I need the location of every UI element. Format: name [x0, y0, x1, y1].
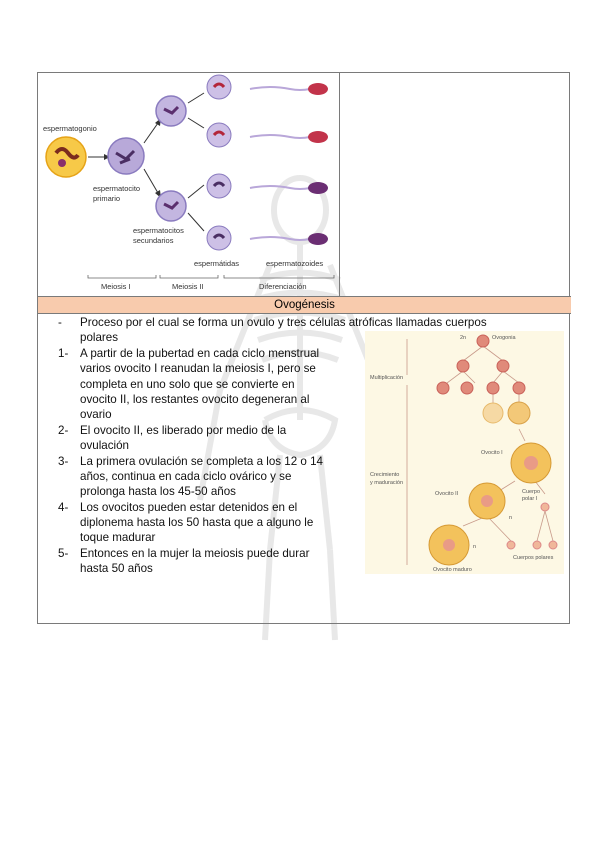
list-item-line: - Proceso por el cual se forma un ovulo y… [58, 315, 487, 330]
list-marker: 1- [58, 346, 69, 360]
label-espermatozoides: espermatozoides [266, 259, 323, 268]
label-cuerpo: Cuerpo [522, 489, 540, 495]
list-item-line: años, continua en cada ciclo ovárico y s… [58, 469, 378, 484]
list-item-line: diplonema hasta los 50 hasta que a algun… [58, 515, 378, 530]
label-espermatocitos: espermatocitos [133, 226, 184, 235]
list-text: hasta 50 años [80, 562, 153, 576]
content-cell: - Proceso por el cual se forma un ovulo y… [38, 314, 571, 625]
list-item-line: ovocito II, los restantes ovocito degene… [58, 392, 378, 407]
label-espermatocito: espermatocito [93, 184, 140, 193]
list-text: El ovocito II, es liberado por medio de … [80, 423, 287, 437]
label-espermatidas: espermátidas [194, 259, 239, 268]
list-item-line: hasta 50 años [58, 561, 378, 576]
list-text: ovocito II, los restantes ovocito degene… [80, 392, 310, 406]
list-text: años, continua en cada ciclo ovárico y s… [80, 469, 292, 483]
list-text: Entonces en la mujer la meiosis puede du… [80, 546, 310, 560]
label-n-2: n [473, 544, 476, 550]
empty-cell [340, 73, 571, 296]
list-text: A partir de la pubertad en cada ciclo me… [80, 346, 320, 360]
list-marker: 2- [58, 423, 69, 437]
list-text: Proceso por el cual se forma un ovulo y … [80, 316, 487, 329]
espermatocito-primario-cell [107, 137, 145, 175]
label-meiosis-2: Meiosis II [172, 282, 204, 291]
list-text: diplonema hasta los 50 hasta que a algun… [80, 516, 314, 530]
list-text: ovulación [80, 439, 129, 453]
label-meiosis-1: Meiosis I [101, 282, 131, 291]
list-text: ovario [80, 408, 112, 422]
list-item-line: 2- El ovocito II, es liberado por medio d… [58, 423, 378, 438]
list-text: La primera ovulación se completa a los 1… [80, 454, 323, 468]
label-secundarios: secundarios [133, 236, 174, 245]
section-header: Ovogénesis [38, 296, 571, 314]
list-marker: 4- [58, 500, 69, 514]
espermatozoides [249, 83, 328, 245]
list-item-line: 1- A partir de la pubertad en cada ciclo … [58, 346, 378, 361]
list-marker: 5- [58, 546, 69, 560]
label-multiplicacion: Multiplicación [370, 375, 403, 381]
label-polar-1: polar I [522, 496, 538, 502]
label-ovocito-2: Ovocito II [435, 491, 459, 497]
list-item-line: completa en uno solo que se convierte en [58, 377, 378, 392]
oogenesis-list: - Proceso por el cual se forma un ovulo y… [58, 315, 487, 577]
list-text: varios ovocito I reanudan la meiosis I, … [80, 362, 316, 376]
oogenesis-figure: 2n Ovogonia Multiplicación Crecimiento y… [365, 331, 564, 574]
list-text: toque madurar [80, 531, 156, 545]
list-item-line: varios ovocito I reanudan la meiosis I, … [58, 361, 378, 376]
label-ovocito-1: Ovocito I [481, 450, 503, 456]
label-maduracion: y maduración [370, 480, 403, 486]
oogenesis-diagram: 2n Ovogonia Multiplicación Crecimiento y… [370, 334, 558, 573]
label-cuerpos-polares: Cuerpos polares [513, 555, 554, 561]
espermatidas [206, 74, 232, 251]
multiplication-cells [436, 359, 526, 395]
list-item-line: ovario [58, 407, 378, 422]
content-table: espermatogonio espermatocito primario es… [37, 72, 571, 625]
label-ovocito-maduro: Ovocito maduro [433, 567, 472, 573]
list-text: prolonga hasta los 45-50 años [80, 485, 236, 499]
list-item-line: 5- Entonces en la mujer la meiosis puede … [58, 546, 378, 561]
label-crecimiento: Crecimiento [370, 472, 399, 478]
list-item-line: polares [58, 330, 378, 345]
label-2n: 2n [460, 335, 466, 341]
ovogonia-cell [476, 334, 490, 348]
label-primario: primario [93, 194, 120, 203]
list-item-line: 3- La primera ovulación se completa a los… [58, 454, 378, 469]
list-item-line: toque madurar [58, 530, 378, 545]
espermatogonio-cell [45, 136, 87, 178]
list-text: polares [80, 331, 119, 345]
list-marker: 3- [58, 454, 69, 468]
list-item-line: 4- Los ovocitos pueden estar detenidos en… [58, 500, 378, 515]
spermatogenesis-cell: espermatogonio espermatocito primario es… [38, 73, 340, 296]
cuerpos-polares [506, 540, 558, 550]
list-item-line: prolonga hasta los 45-50 años [58, 484, 378, 499]
list-marker: - [58, 316, 62, 329]
label-espermatogonio: espermatogonio [43, 124, 97, 133]
label-n-1: n [509, 515, 512, 521]
list-text: Los ovocitos pueden estar detenidos en e… [80, 500, 298, 514]
label-ovogonia: Ovogonia [492, 335, 516, 341]
list-item-line: ovulación [58, 438, 378, 453]
section-title: Ovogénesis [274, 299, 335, 311]
label-diferenciacion: Diferenciación [259, 282, 307, 291]
spermatogenesis-diagram: espermatogonio espermatocito primario es… [43, 74, 335, 291]
list-text: completa en uno solo que se convierte en [80, 377, 295, 391]
